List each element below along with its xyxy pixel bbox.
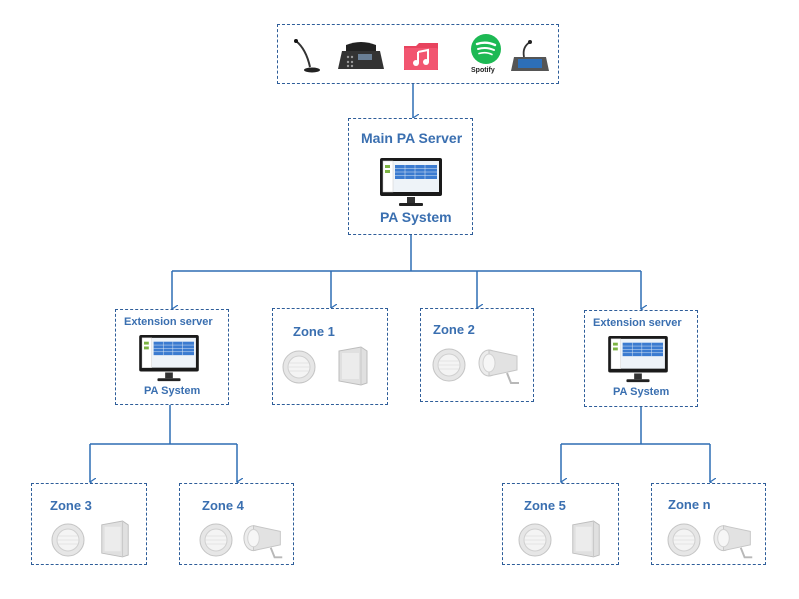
extension-right-subtitle: PA System xyxy=(613,386,670,398)
ceiling-speaker-icon xyxy=(432,348,466,382)
zone-2-box: Zone 2 xyxy=(420,308,534,402)
extension-server-left-box: Extension server PA System xyxy=(115,309,229,405)
paging-console-icon xyxy=(511,40,549,71)
wall-speaker-icon xyxy=(101,520,129,558)
extension-right-title: Extension server xyxy=(593,317,682,329)
zone-2-label: Zone 2 xyxy=(433,322,475,337)
zone-3-label: Zone 3 xyxy=(50,498,92,513)
monitor-icon xyxy=(608,335,668,383)
monitor-icon xyxy=(380,158,442,206)
ceiling-speaker-icon xyxy=(199,523,233,557)
zone-4-box: Zone 4 xyxy=(179,483,294,565)
audio-sources-box: Spotify xyxy=(277,24,559,84)
extension-left-title: Extension server xyxy=(124,316,213,328)
zone-5-label: Zone 5 xyxy=(524,498,566,513)
wall-speaker-icon xyxy=(338,346,368,386)
spotify-icon xyxy=(471,34,501,64)
zone-n-label: Zone n xyxy=(668,497,711,512)
ceiling-speaker-icon xyxy=(667,523,701,557)
ceiling-speaker-icon xyxy=(51,523,85,557)
zone-4-label: Zone 4 xyxy=(202,498,244,513)
horn-speaker-icon xyxy=(478,349,519,384)
horn-speaker-icon xyxy=(243,525,283,559)
horn-speaker-icon xyxy=(713,525,753,559)
extension-server-right-box: Extension server PA System xyxy=(584,310,698,407)
ceiling-speaker-icon xyxy=(518,523,552,557)
ceiling-speaker-icon xyxy=(282,350,316,384)
spotify-label: Spotify xyxy=(471,67,495,74)
zone-1-label: Zone 1 xyxy=(293,324,335,339)
zone-5-box: Zone 5 xyxy=(502,483,619,565)
main-pa-server-title: Main PA Server xyxy=(361,130,463,146)
zone-1-box: Zone 1 xyxy=(272,308,388,405)
zone-3-box: Zone 3 xyxy=(31,483,147,565)
monitor-icon xyxy=(139,334,199,382)
desk-phone-icon xyxy=(338,42,384,69)
microphone-icon xyxy=(294,39,320,73)
wall-speaker-icon xyxy=(572,520,600,558)
main-pa-server-box: Main PA Server PA System xyxy=(348,118,473,235)
extension-left-subtitle: PA System xyxy=(144,385,201,397)
zone-n-box: Zone n xyxy=(651,483,766,565)
music-folder-icon xyxy=(404,43,438,70)
main-pa-server-subtitle: PA System xyxy=(380,209,452,225)
